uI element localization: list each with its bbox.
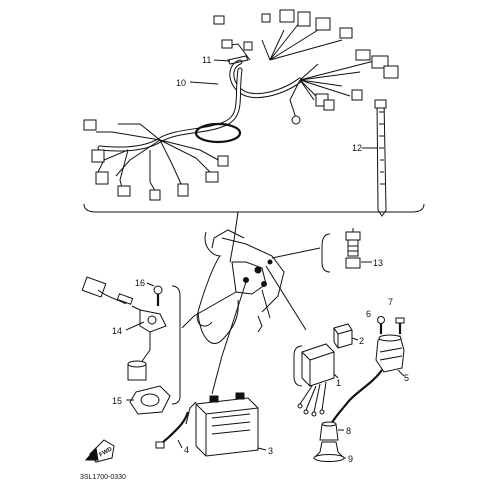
bolt-7[interactable] bbox=[395, 317, 405, 334]
leader-11 bbox=[213, 59, 231, 62]
leader-harness-frame bbox=[229, 211, 239, 263]
ignition-coil[interactable] bbox=[329, 334, 405, 427]
callout-9[interactable]: 9 bbox=[348, 454, 353, 464]
reference-code: 3SL1700-0330 bbox=[80, 474, 126, 481]
callout-12[interactable]: 12 bbox=[352, 143, 362, 153]
leader-10 bbox=[189, 81, 219, 85]
leader-2 bbox=[351, 337, 359, 341]
leader-part-13 bbox=[271, 247, 321, 259]
callout-5[interactable]: 5 bbox=[404, 373, 409, 383]
callout-8[interactable]: 8 bbox=[346, 426, 351, 436]
fuel-level-sender[interactable] bbox=[81, 276, 167, 381]
callout-13[interactable]: 13 bbox=[373, 258, 383, 268]
breather-hose[interactable] bbox=[155, 411, 190, 449]
callout-3[interactable]: 3 bbox=[268, 446, 273, 456]
frame-outline bbox=[196, 229, 285, 344]
leader-battery bbox=[211, 281, 247, 395]
battery[interactable] bbox=[195, 392, 259, 457]
gasket[interactable] bbox=[129, 385, 171, 415]
callout-16[interactable]: 16 bbox=[135, 278, 145, 288]
spark-plug-cap[interactable] bbox=[319, 421, 339, 441]
callout-1[interactable]: 1 bbox=[336, 378, 341, 388]
leader-4 bbox=[177, 439, 183, 449]
callout-15[interactable]: 15 bbox=[112, 396, 122, 406]
bracket-14-16 bbox=[171, 285, 181, 405]
callout-6[interactable]: 6 bbox=[366, 309, 371, 319]
harness-band[interactable] bbox=[227, 55, 249, 65]
bracket-13 bbox=[321, 233, 331, 273]
bracket-relay bbox=[293, 345, 303, 387]
screw-16[interactable] bbox=[153, 285, 163, 306]
callout-11[interactable]: 11 bbox=[202, 55, 211, 65]
cap-cover[interactable] bbox=[312, 441, 346, 462]
callout-2[interactable]: 2 bbox=[359, 336, 364, 346]
leader-frame-down bbox=[261, 289, 271, 319]
screw-6[interactable] bbox=[377, 316, 385, 335]
relay-unit[interactable] bbox=[297, 343, 335, 417]
group-bracket bbox=[83, 203, 425, 213]
bracket-battery bbox=[185, 401, 197, 425]
callout-10[interactable]: 10 bbox=[176, 78, 186, 88]
leader-14 bbox=[125, 321, 145, 331]
leader-fuel-sender bbox=[181, 291, 237, 329]
small-relay[interactable] bbox=[333, 323, 353, 349]
leader-3 bbox=[257, 447, 267, 451]
leader-16 bbox=[146, 282, 155, 287]
cable-strap[interactable] bbox=[374, 99, 387, 217]
leader-1 bbox=[333, 373, 339, 379]
callout-14[interactable]: 14 bbox=[112, 326, 122, 336]
wire-harness[interactable] bbox=[83, 9, 399, 201]
leader-relay bbox=[265, 265, 307, 331]
callout-7[interactable]: 7 bbox=[388, 297, 393, 307]
callout-4[interactable]: 4 bbox=[184, 445, 189, 455]
leader-5 bbox=[397, 369, 405, 377]
plug-sensor[interactable] bbox=[345, 228, 361, 269]
fwd-arrow-icon bbox=[84, 439, 115, 463]
